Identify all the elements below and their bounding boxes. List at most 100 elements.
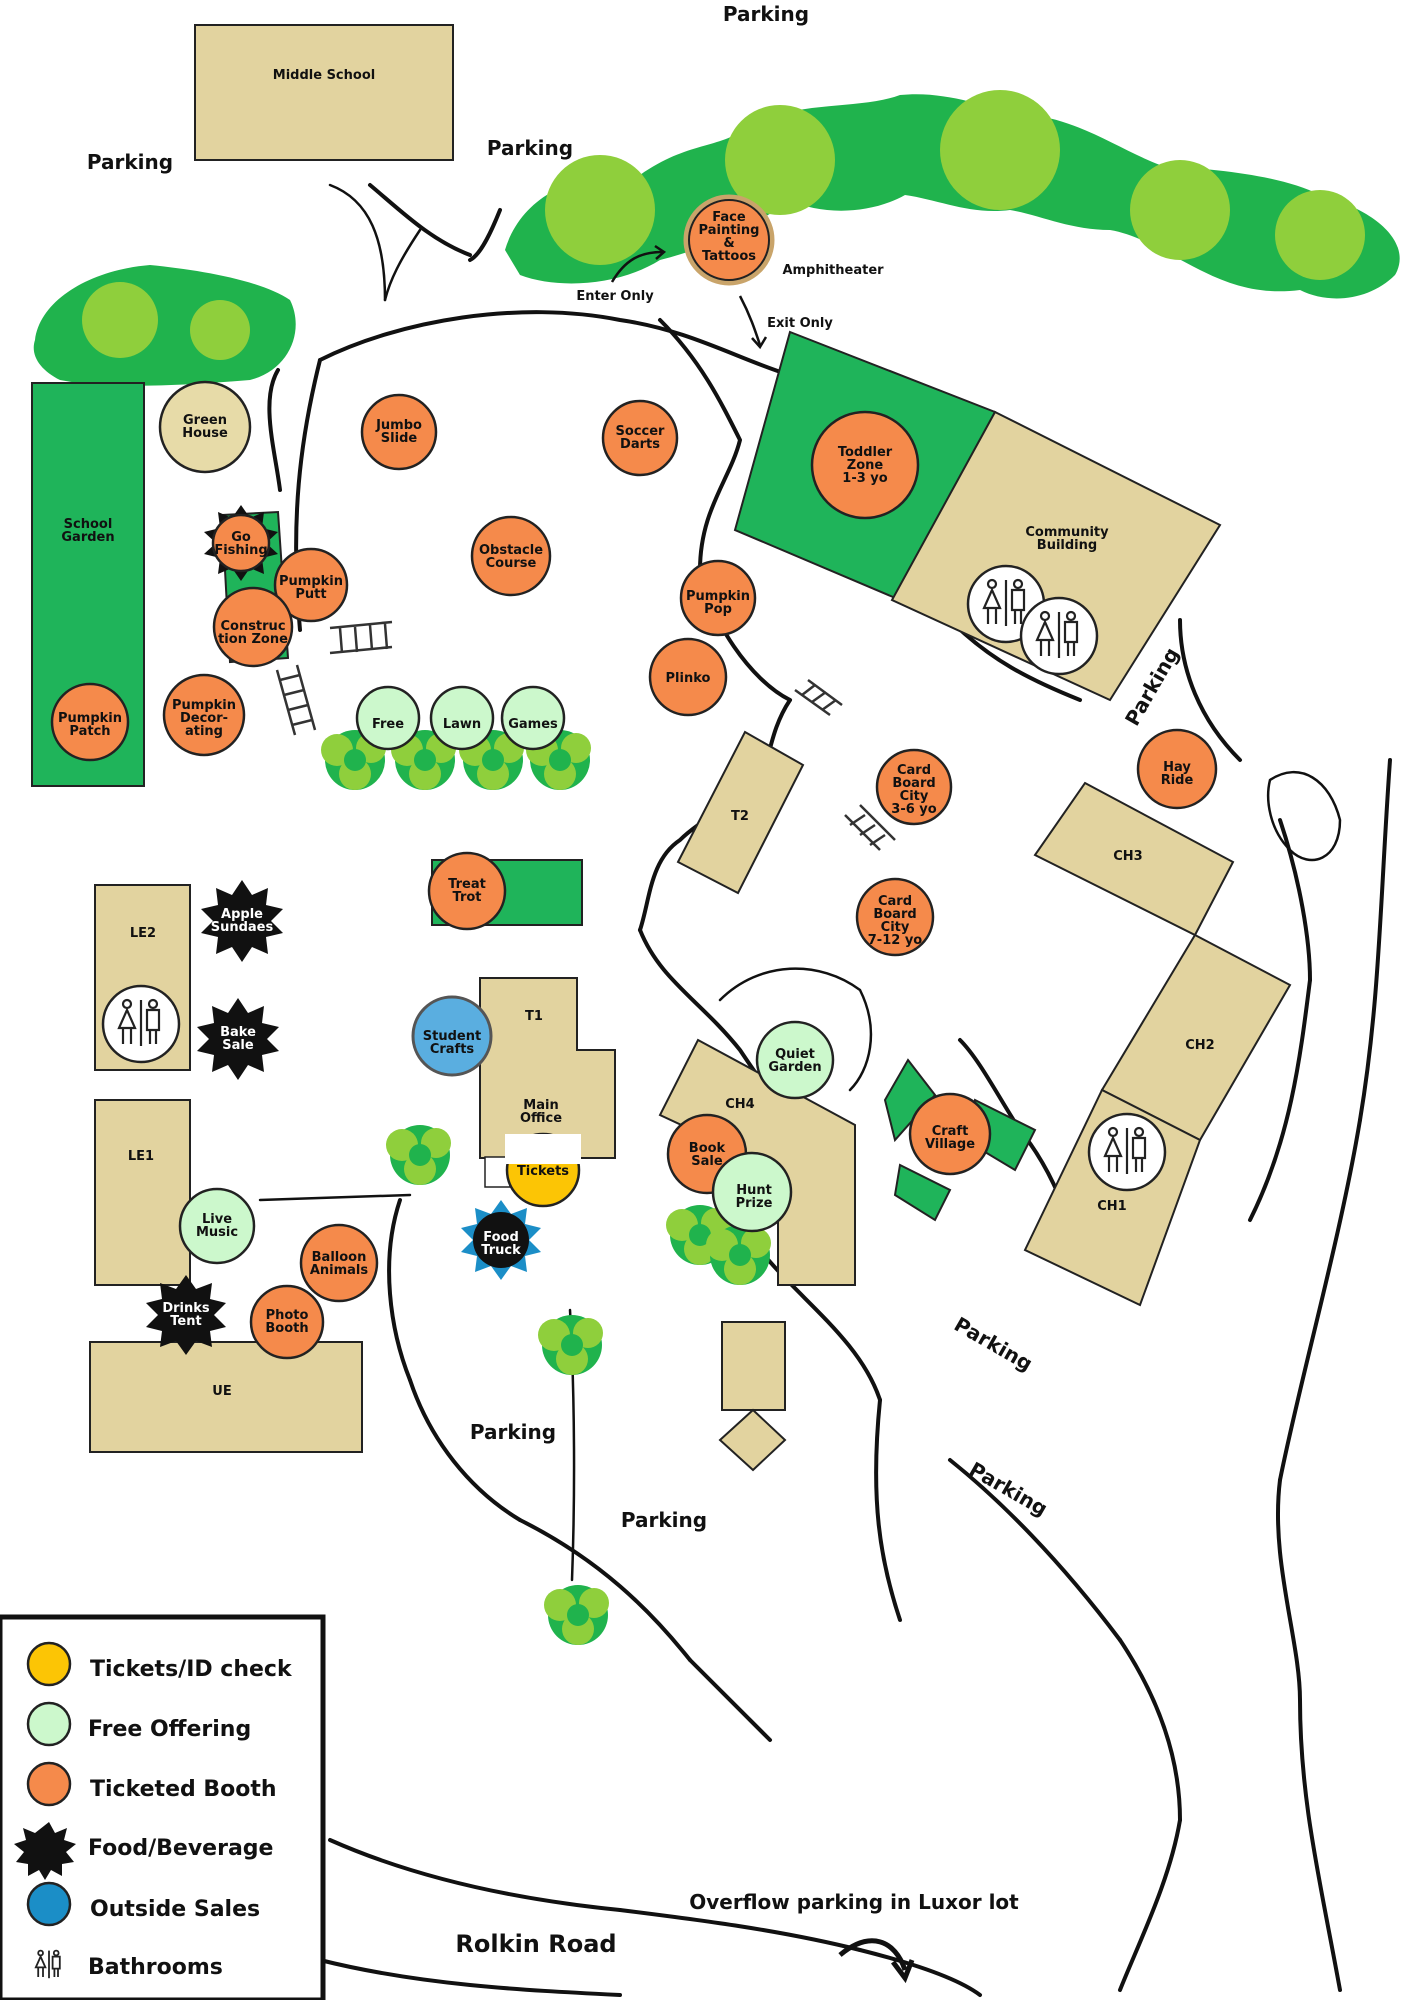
student-crafts-booth[interactable]: Student Crafts (411, 995, 493, 1077)
svg-text:Hay: Hay (1163, 760, 1191, 775)
arrows (610, 244, 915, 1984)
svg-text:Obstacle: Obstacle (479, 543, 543, 558)
svg-text:Book: Book (689, 1141, 726, 1156)
exit-only-label: Exit Only (767, 316, 833, 331)
tree-canopy-top (505, 90, 1400, 299)
card-board-city-7-12-booth[interactable]: Card Board City 7-12 yo (855, 877, 935, 957)
svg-text:CH4: CH4 (725, 1097, 754, 1112)
pumpkin-patch-booth[interactable]: Pumpkin Patch (50, 682, 130, 762)
obstacle-course-booth[interactable]: Obstacle Course (470, 515, 552, 597)
svg-text:T2: T2 (731, 809, 749, 824)
svg-text:Decor-: Decor- (180, 711, 228, 726)
svg-text:Toddler: Toddler (838, 445, 893, 460)
drinks-tent-booth[interactable]: Drinks Tent (146, 1275, 226, 1355)
face-painting-booth[interactable]: Face Painting & Tattoos (683, 194, 775, 286)
svg-text:Building: Building (1037, 538, 1097, 553)
jumbo-slide-booth[interactable]: Jumbo Slide (360, 393, 438, 471)
toddler-zone-booth[interactable]: Toddler Zone 1-3 yo (810, 410, 920, 520)
svg-text:Fishing: Fishing (214, 543, 267, 558)
legend: Tickets/ID check Free Offering Ticketed … (0, 1614, 326, 2000)
svg-text:Board: Board (873, 907, 916, 922)
lawn-booth[interactable]: Lawn (429, 685, 495, 751)
apple-sundaes-booth[interactable]: Apple Sundaes (201, 880, 283, 962)
svg-text:Sale: Sale (691, 1154, 723, 1169)
photo-booth-booth[interactable]: Photo Booth (249, 1284, 325, 1360)
games-booth[interactable]: Games (500, 685, 566, 751)
svg-text:Community: Community (1025, 525, 1109, 540)
tickets-legend-swatch (26, 1641, 72, 1687)
svg-text:Apple: Apple (221, 907, 263, 922)
svg-text:Tattoos: Tattoos (702, 249, 756, 264)
live-music-booth[interactable]: Live Music (178, 1187, 256, 1265)
balloon-animals-booth[interactable]: Balloon Animals (299, 1223, 379, 1303)
parking-left: Parking (87, 150, 173, 174)
svg-text:City: City (881, 920, 910, 935)
svg-text:Soccer: Soccer (616, 424, 666, 439)
svg-text:Plinko: Plinko (666, 671, 711, 686)
svg-text:Zone: Zone (847, 458, 884, 473)
food-truck-booth[interactable]: Food Truck (461, 1200, 541, 1280)
svg-text:Construc: Construc (220, 619, 285, 634)
craft-village-booth[interactable]: Craft Village (908, 1092, 992, 1176)
pumpkin-putt-booth[interactable]: Pumpkin Putt (273, 547, 349, 623)
parking-mid: Parking (487, 136, 573, 160)
svg-text:Painting: Painting (699, 223, 760, 238)
bake-sale-booth[interactable]: Bake Sale (197, 998, 279, 1080)
svg-text:Booth: Booth (265, 1321, 308, 1336)
svg-text:Middle School: Middle School (273, 68, 375, 83)
pumpkin-decorating-booth[interactable]: Pumpkin Decor- ating (162, 673, 246, 757)
ch4-building: CH4 (658, 1038, 856, 1286)
restroom-icon (1087, 1112, 1167, 1192)
svg-text:Balloon: Balloon (312, 1250, 367, 1265)
svg-text:Quiet: Quiet (775, 1047, 815, 1062)
svg-text:School: School (64, 517, 113, 532)
ch3-building: CH3 (1033, 781, 1235, 937)
legend-ticketed-label: Ticketed Booth (90, 1777, 277, 1802)
parking-center: Parking (470, 1420, 556, 1444)
amphitheater-label: Amphitheater (782, 263, 884, 278)
overflow-parking-label: Overflow parking in Luxor lot (689, 1890, 1019, 1914)
svg-text:House: House (182, 426, 228, 441)
svg-text:7-12 yo: 7-12 yo (868, 933, 923, 948)
svg-text:Pop: Pop (704, 602, 732, 617)
middle-school: Middle School (194, 24, 454, 161)
green-house-booth[interactable]: Green House (158, 380, 252, 474)
svg-text:Sundaes: Sundaes (211, 920, 274, 935)
card-board-city-3-6-booth[interactable]: Card Board City 3-6 yo (875, 748, 953, 826)
svg-text:Pumpkin: Pumpkin (58, 711, 122, 726)
svg-text:Card: Card (897, 763, 931, 778)
svg-text:Village: Village (925, 1137, 975, 1152)
pumpkin-pop-booth[interactable]: Pumpkin Pop (679, 559, 757, 637)
svg-text:Card: Card (878, 894, 912, 909)
svg-text:Garden: Garden (768, 1060, 821, 1075)
enter-only-label: Enter Only (576, 289, 654, 304)
quiet-garden-booth[interactable]: Quiet Garden (755, 1020, 835, 1100)
book-sale-booth[interactable]: Book Sale (666, 1113, 748, 1195)
rolkin-road-label: Rolkin Road (455, 1930, 616, 1958)
soccer-darts-booth[interactable]: Soccer Darts (601, 399, 679, 477)
go-fishing-booth[interactable]: Go Fishing (204, 505, 278, 581)
svg-text:Student: Student (423, 1029, 481, 1044)
restroom-icon (1019, 596, 1099, 676)
free-booth[interactable]: Free (355, 685, 421, 751)
treat-trot-booth[interactable]: Treat Trot (427, 851, 507, 931)
restroom-icon (34, 1949, 61, 1979)
svg-text:Slide: Slide (381, 431, 418, 446)
svg-text:Green: Green (183, 413, 227, 428)
svg-text:Food: Food (483, 1230, 519, 1245)
svg-text:Ride: Ride (1161, 773, 1194, 788)
hay-ride-booth[interactable]: Hay Ride (1136, 728, 1218, 810)
svg-text:Patch: Patch (69, 724, 110, 739)
construction-zone-booth[interactable]: Construc tion Zone (212, 586, 294, 668)
svg-text:Games: Games (508, 717, 558, 732)
tickets-booth[interactable]: Tickets (505, 1132, 581, 1208)
svg-text:Treat: Treat (448, 877, 486, 892)
svg-text:Music: Music (196, 1225, 238, 1240)
plinko-booth[interactable]: Plinko (648, 637, 728, 717)
svg-text:Jumbo: Jumbo (375, 418, 422, 433)
svg-text:Tickets: Tickets (517, 1164, 569, 1179)
ticketed-legend-swatch (26, 1761, 72, 1807)
hunt-prize-booth[interactable]: Hunt Prize (711, 1151, 793, 1233)
booths: Green House Jumbo Slide Soccer Darts Fac… (50, 194, 1218, 1360)
